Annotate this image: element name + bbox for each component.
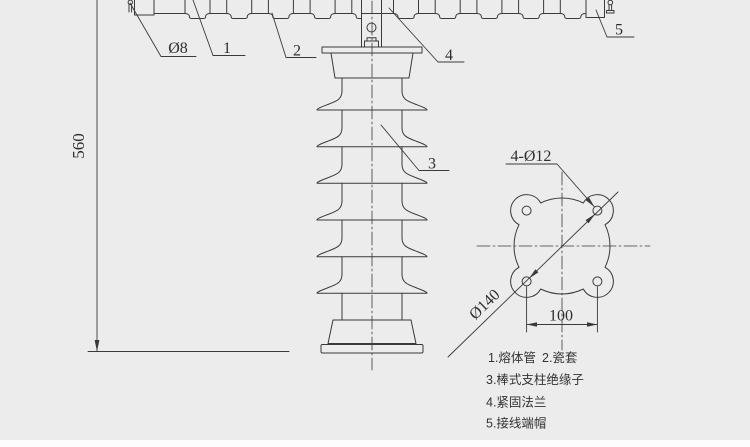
dim-pin-diameter-label: Ø8	[168, 40, 188, 57]
dimension-560	[87, 0, 290, 352]
bolt-hole	[592, 276, 603, 287]
leader-2	[271, 12, 317, 58]
dim-holes-label: 4-Ø12	[511, 148, 552, 165]
dimension-100	[526, 286, 598, 333]
right-contact-pin	[606, 0, 615, 14]
part-label-3: 3	[428, 156, 436, 173]
insulator-neck-lines	[341, 77, 403, 321]
legend-item-4: 4.紧固法兰	[486, 396, 546, 410]
dim-arrow-right	[587, 322, 598, 327]
tube-right-cap	[585, 0, 605, 18]
bottom-white-bar	[0, 440, 750, 447]
leader-4	[388, 7, 465, 63]
drawing-lines	[87, 0, 651, 371]
bolt-hole	[521, 276, 532, 287]
leader-1	[192, 0, 246, 56]
part-label-1: 1	[223, 40, 231, 57]
part-label-5: 5	[615, 22, 623, 39]
dim-arrow-left	[526, 322, 537, 327]
flange-detail-view	[447, 163, 651, 358]
bracket-hole	[366, 22, 377, 33]
part-label-2: 2	[293, 43, 301, 60]
center-bracket	[361, 0, 382, 48]
leader-arrow	[585, 197, 595, 207]
diagonal-arrow	[529, 269, 539, 279]
legend: 1.熔体管 2.瓷套 3.棒式支柱绝缘子 4.紧固法兰 5.接线端帽	[486, 350, 584, 431]
post-insulator	[316, 77, 428, 321]
legend-item-3: 3.棒式支柱绝缘子	[486, 372, 584, 387]
leader-3	[380, 124, 450, 171]
dim-spacing-label: 100	[549, 308, 573, 325]
bolt-hole	[592, 205, 603, 216]
dimension-arrow-down	[94, 340, 100, 352]
bracket-clamp	[364, 37, 379, 48]
flange-outline	[510, 194, 614, 298]
legend-item-1: 1.熔体管	[488, 350, 536, 365]
legend-item-5: 5.接线端帽	[486, 416, 546, 431]
tube-rib-lines	[184, 0, 561, 14]
legend-item-2: 2.瓷套	[542, 350, 578, 365]
leader-lines	[129, 0, 635, 171]
dim-height-label: 560	[69, 133, 88, 159]
leader-4-d12	[505, 163, 595, 208]
part-label-4: 4	[445, 47, 453, 64]
diagonal-arrow	[585, 214, 595, 224]
leader-d8	[129, 2, 197, 57]
detail-centerlines	[476, 171, 651, 351]
tube-left-cap	[134, 0, 155, 16]
fuse-tube-assembly	[127, 0, 615, 19]
leader-5	[595, 9, 635, 38]
bolt-hole	[521, 205, 532, 216]
